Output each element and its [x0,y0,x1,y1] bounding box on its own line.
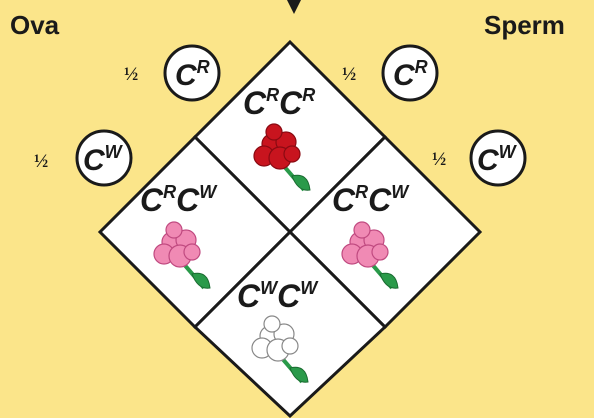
fraction-label: ½ [124,64,138,85]
fraction-label: ½ [34,151,48,172]
gamete-ova-top: ½ CR [124,46,219,100]
gamete-sperm-bottom: ½ CW [432,131,525,185]
fraction-label: ½ [432,149,446,170]
fraction-label: ½ [342,64,356,85]
gamete-ova-bottom: ½ CW [34,131,131,185]
gamete-sperm-top: ½ CR [342,46,437,100]
